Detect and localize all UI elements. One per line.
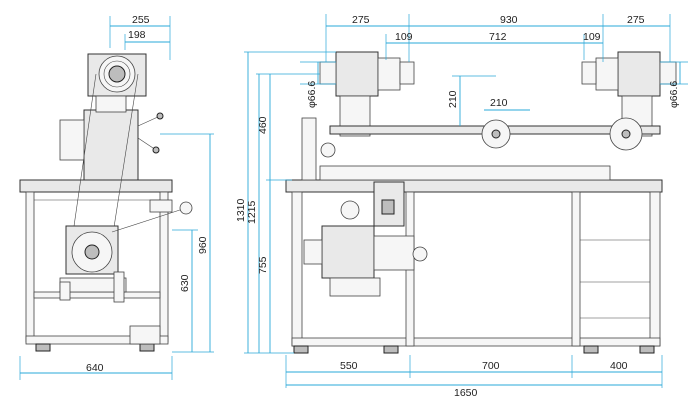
dim-side-960: 960	[197, 236, 209, 254]
dim-front-1310: 1310	[235, 198, 247, 222]
front-right-head	[617, 51, 661, 97]
front-frame-bottom	[291, 337, 661, 347]
front-foot-4	[639, 345, 655, 354]
side-foot-right	[139, 343, 155, 352]
dim-front-210-vertical: 210	[447, 90, 459, 108]
side-frame-bottom-rail	[25, 335, 169, 345]
dim-front-109-left: 109	[395, 31, 413, 43]
dim-front-109-right: 109	[583, 31, 601, 43]
dim-front-460: 460	[257, 116, 269, 134]
dim-front-930: 930	[500, 14, 518, 26]
dim-front-210-horizontal: 210	[490, 97, 508, 109]
front-view	[285, 51, 677, 354]
dim-front-dia-right: φ66.6	[668, 81, 680, 108]
dim-front-712: 712	[489, 31, 507, 43]
dim-front-1215: 1215	[246, 200, 258, 224]
front-view-dimensions: 275 930 275 109 712 109 210 210 φ66.6 φ6…	[235, 14, 688, 399]
side-frame-mid-rail	[33, 291, 161, 299]
front-foot-2	[383, 345, 399, 354]
front-foot-1	[293, 345, 309, 354]
front-frame-left-leg	[291, 191, 303, 347]
front-gear-motor	[321, 225, 375, 279]
front-frame-right-leg	[649, 191, 661, 347]
front-foot-3	[583, 345, 599, 354]
dim-side-255: 255	[132, 14, 150, 26]
dim-side-630: 630	[179, 274, 191, 292]
dim-front-550: 550	[340, 360, 358, 372]
dim-front-755: 755	[257, 256, 269, 274]
dim-front-275-left: 275	[352, 14, 370, 26]
dim-side-640: 640	[86, 362, 104, 374]
side-foot-left	[35, 343, 51, 352]
side-view-dimensions: 255 198 640 960 630	[19, 14, 214, 380]
dim-front-400: 400	[610, 360, 628, 372]
front-left-head	[335, 51, 379, 97]
front-frame-top	[285, 179, 663, 193]
dim-front-700: 700	[482, 360, 500, 372]
side-body	[83, 109, 139, 181]
dim-side-198: 198	[128, 29, 146, 41]
side-view	[19, 53, 193, 352]
side-frame-left-leg	[25, 191, 35, 343]
dim-front-1650: 1650	[454, 387, 478, 399]
side-frame-top-plate	[19, 179, 173, 193]
dim-front-dia-left: φ66.6	[306, 81, 318, 108]
dim-front-275-right: 275	[627, 14, 645, 26]
